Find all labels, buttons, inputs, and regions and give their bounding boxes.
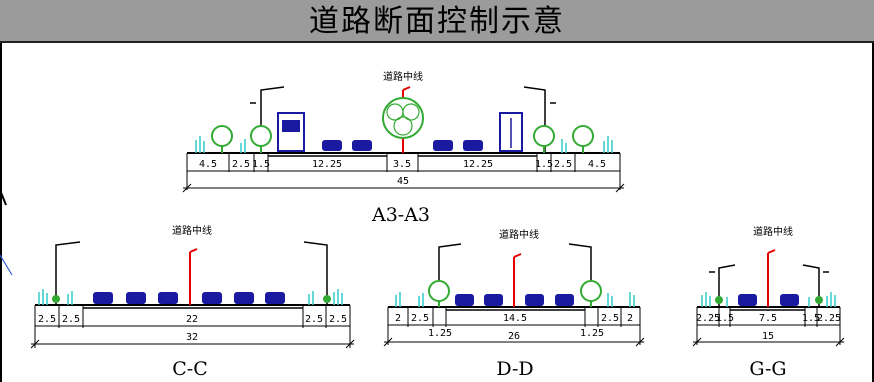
shrub-icon (308, 291, 314, 305)
dim-label: 4.5 (588, 159, 606, 170)
car-icon (433, 140, 453, 151)
tree-icon (572, 125, 594, 153)
dim-label: 2.5 (232, 159, 250, 170)
dim-label: 2.5 (554, 159, 572, 170)
car-icon (525, 294, 544, 306)
street-light-icon (303, 241, 328, 305)
dim-label: 1.5 (252, 159, 270, 170)
shrub-icon (67, 291, 73, 305)
dim-label: 1.5 (716, 313, 734, 324)
car-icon (202, 292, 222, 304)
section-name: G-G (749, 358, 786, 380)
total-width-label: 15 (762, 331, 774, 342)
shrub-ball-icon (52, 295, 60, 303)
dim-label: 12.25 (463, 159, 493, 170)
shrub-icon (418, 293, 424, 307)
shrub-icon (826, 292, 836, 307)
car-icon (93, 292, 113, 304)
dim-label: 2.5 (62, 314, 80, 325)
centerline-label: 道路中线 (383, 70, 423, 83)
edge-blue-mark (0, 254, 13, 276)
shrub-icon (607, 293, 613, 307)
shrub-ball-icon (323, 295, 331, 303)
shrub-icon (701, 292, 711, 307)
car-icon (738, 294, 757, 306)
dim-label: 1.5 (802, 313, 820, 324)
shrub-ball-icon (715, 296, 723, 304)
shrub-icon (561, 139, 567, 153)
car-icon (463, 140, 483, 151)
car-icon (158, 292, 178, 304)
shrub-icon (333, 289, 343, 305)
shrub-icon (395, 292, 401, 307)
section-c-c: 2.5 2.5 22 2.5 2.5 32 道路中线 (30, 224, 355, 380)
bus-icon (277, 112, 305, 152)
tree-icon (428, 280, 450, 307)
dim-label: 2.5 (411, 313, 429, 324)
dim-label: 2.5 (38, 314, 56, 325)
car-icon (234, 292, 254, 304)
shrub-icon (38, 289, 48, 305)
car-icon (455, 294, 474, 306)
tree-icon (382, 97, 424, 139)
section-d-d: 2 2.5 1.25 14.5 1.25 2.5 2 26 道路中线 (383, 228, 645, 380)
dim-label: 1.25 (428, 328, 452, 339)
shrub-icon (603, 136, 613, 153)
car-icon (780, 294, 799, 306)
car-icon (484, 294, 503, 306)
shrub-ball-icon (815, 296, 823, 304)
shrub-icon (629, 292, 635, 307)
dim-label: 2 (395, 313, 401, 324)
dim-label: 3.5 (393, 159, 411, 170)
tree-icon (533, 125, 555, 153)
car-icon (126, 292, 146, 304)
dim-label: 12.25 (312, 159, 342, 170)
bus-icon (499, 112, 523, 152)
total-width-label: 45 (397, 176, 409, 187)
centerline-label: 道路中线 (499, 228, 539, 241)
dim-label: 2.5 (305, 314, 323, 325)
dim-label: 4.5 (199, 159, 217, 170)
dim-label: 2.25 (696, 313, 720, 324)
edge-mark (0, 189, 7, 206)
section-name: C-C (172, 358, 208, 380)
street-light-icon (802, 264, 820, 307)
tree-icon (250, 125, 272, 153)
tree-icon (211, 125, 233, 153)
street-light-icon (55, 241, 81, 305)
section-a3-a3: 4.5 2.5 1.5 12.25 3.5 12.25 1.5 2.5 4.5 … (182, 70, 625, 226)
shrub-icon (240, 139, 246, 153)
tree-icon (580, 280, 602, 307)
dim-label: 1.5 (535, 159, 553, 170)
section-name: A3-A3 (371, 204, 430, 226)
section-g-g: 2.25 1.5 7.5 1.5 2.25 15 道路中线 (692, 225, 845, 380)
car-icon (265, 292, 285, 304)
dim-label: 2.5 (601, 313, 619, 324)
dim-label: 2.25 (817, 313, 841, 324)
dim-label: 2.5 (329, 314, 347, 325)
dim-label: 2 (627, 313, 633, 324)
car-icon (555, 294, 574, 306)
section-name: D-D (496, 358, 533, 380)
title-bar: 道路断面控制示意 (0, 0, 874, 43)
total-width-label: 26 (508, 331, 520, 342)
dim-label: 7.5 (759, 313, 777, 324)
street-light-icon (718, 264, 736, 307)
diagram-title: 道路断面控制示意 (309, 4, 565, 39)
centerline-label: 道路中线 (172, 224, 212, 237)
total-width-label: 32 (186, 332, 198, 343)
dim-label: 14.5 (503, 313, 527, 324)
car-icon (352, 140, 372, 151)
centerline-label: 道路中线 (753, 225, 793, 238)
dim-label: 1.25 (580, 328, 604, 339)
car-icon (322, 140, 342, 151)
shrub-icon (195, 136, 205, 153)
dim-label: 22 (186, 314, 198, 325)
